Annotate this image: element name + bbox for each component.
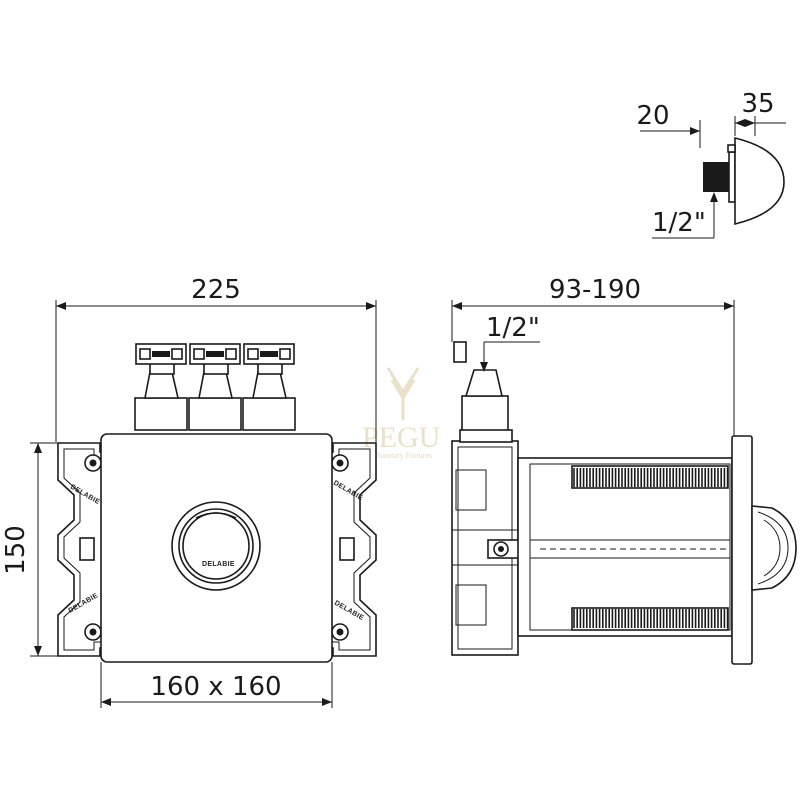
watermark-text: PEGU xyxy=(362,421,441,454)
screw-bottom-left xyxy=(84,623,102,641)
screw-top-right xyxy=(331,454,349,472)
dim-depth-label: 93-190 xyxy=(549,275,641,305)
leader-detail-thread: 1/2" xyxy=(652,192,718,239)
dim-plate-size-label: 160 x 160 xyxy=(150,672,281,702)
dim-detail-right: 35 xyxy=(735,89,786,127)
dim-detail-left: 20 xyxy=(636,101,700,135)
watermark: PEGU Sanitary Fixtures xyxy=(362,367,441,460)
dim-depth: 93-190 xyxy=(451,275,735,436)
button-logo: DELABIE xyxy=(202,561,235,568)
frame-logo-bottom-left: DELABIE xyxy=(68,592,100,614)
inlet-valve-left xyxy=(134,343,188,431)
inlet-thread-label: 1/2" xyxy=(486,313,540,343)
side-view xyxy=(451,341,797,665)
screw-top-left xyxy=(84,454,102,472)
dim-detail-right-label: 35 xyxy=(741,89,774,119)
dim-overall-width-label: 225 xyxy=(191,275,241,305)
mounting-frame xyxy=(57,442,377,657)
inlet-valve-center xyxy=(188,343,242,431)
side-button-profile xyxy=(751,505,797,591)
detail-thread-label: 1/2" xyxy=(652,208,706,238)
front-view: DELABIE DELABIE DELABIE DELABIE xyxy=(57,343,377,663)
dim-height: 150 xyxy=(1,442,58,657)
side-cover-plate xyxy=(731,435,753,665)
detail-button xyxy=(699,116,785,226)
inlet-valve-right xyxy=(242,343,296,431)
frame-logo-top-right: DELABIE xyxy=(332,480,364,502)
frame-logo-bottom-right: DELABIE xyxy=(333,600,365,622)
dim-plate-size: 160 x 160 xyxy=(100,662,333,708)
dim-detail-left-label: 20 xyxy=(636,101,669,131)
dim-height-label: 150 xyxy=(1,525,31,575)
screw-bottom-right xyxy=(331,623,349,641)
watermark-subtext: Sanitary Fixtures xyxy=(377,451,432,460)
leader-inlet-thread: 1/2" xyxy=(480,313,540,372)
dim-overall-width: 225 xyxy=(55,275,377,442)
push-button: DELABIE xyxy=(171,501,261,591)
